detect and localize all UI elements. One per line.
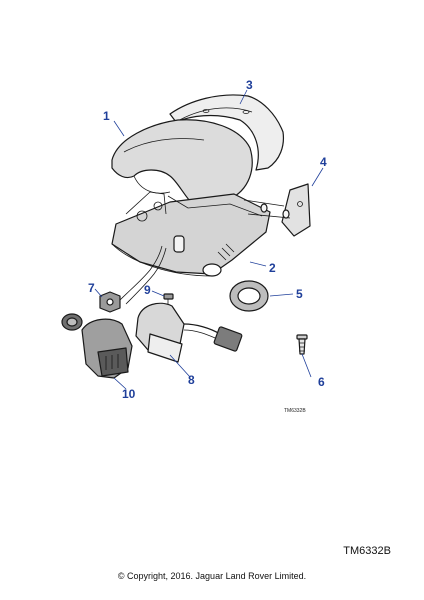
diagram-reference-small: TM6332B bbox=[284, 408, 306, 414]
copyright-notice: © Copyright, 2016. Jaguar Land Rover Lim… bbox=[117, 571, 307, 581]
callout-1: 1 bbox=[103, 109, 110, 123]
part-7-nut bbox=[99, 291, 121, 313]
callout-2: 2 bbox=[269, 261, 276, 275]
callout-4: 4 bbox=[320, 155, 327, 169]
callout-10: 10 bbox=[122, 387, 136, 401]
diagram-reference: TM6332B bbox=[343, 545, 391, 557]
part-4-bracket bbox=[243, 183, 311, 237]
part-5-seal bbox=[229, 280, 269, 312]
part-8-switch-harness bbox=[119, 245, 243, 363]
callout-9: 9 bbox=[144, 283, 151, 297]
callout-6: 6 bbox=[318, 375, 325, 389]
callout-5: 5 bbox=[296, 287, 303, 301]
part-10-switch-module bbox=[61, 313, 133, 379]
part-3-upper-trim bbox=[169, 94, 285, 171]
callout-leaders bbox=[94, 89, 324, 390]
part-2-lower-shroud bbox=[111, 191, 271, 277]
callout-3: 3 bbox=[246, 78, 253, 92]
callout-7: 7 bbox=[88, 281, 95, 295]
callout-8: 8 bbox=[188, 373, 195, 387]
part-6-screw bbox=[296, 334, 308, 355]
